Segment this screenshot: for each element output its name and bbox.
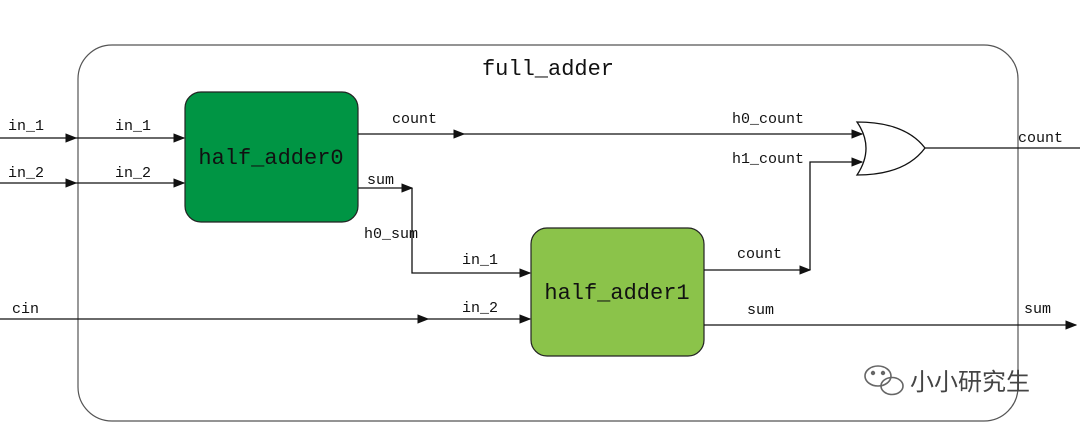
label-ha1-in-2: in_2 [462, 300, 498, 317]
wechat-icon [864, 365, 904, 396]
label-h1-count: h1_count [732, 151, 804, 168]
label-out-count: count [1018, 130, 1063, 147]
label-ha0-in-1: in_1 [115, 118, 151, 135]
label-out-sum: sum [1024, 301, 1051, 318]
or-gate [855, 121, 926, 176]
label-h0-count: h0_count [732, 111, 804, 128]
label-ha1-sum: sum [747, 302, 774, 319]
label-cin: cin [12, 301, 39, 318]
label-ha1-count: count [737, 246, 782, 263]
watermark-text: 小小研究生 [910, 368, 1030, 396]
full-adder-container [77, 44, 1019, 422]
full-adder-title: full_adder [482, 57, 614, 82]
wechat-watermark: 小小研究生 [864, 365, 1030, 396]
label-ha0-sum: sum [367, 172, 394, 189]
half-adder1-label: half_adder1 [544, 281, 689, 306]
wire-ha1-count-b [809, 157, 864, 270]
half-adder0-block [184, 91, 359, 223]
label-in-1-outer: in_1 [8, 118, 44, 135]
label-ha0-count: count [392, 111, 437, 128]
wire-ha0-sum-b [411, 188, 532, 278]
label-ha0-in-2: in_2 [115, 165, 151, 182]
label-ha1-in-1: in_1 [462, 252, 498, 269]
label-h0-sum: h0_sum [364, 226, 418, 243]
label-in-2-outer: in_2 [8, 165, 44, 182]
half-adder1-block [530, 227, 705, 357]
half-adder0-label: half_adder0 [198, 146, 343, 171]
